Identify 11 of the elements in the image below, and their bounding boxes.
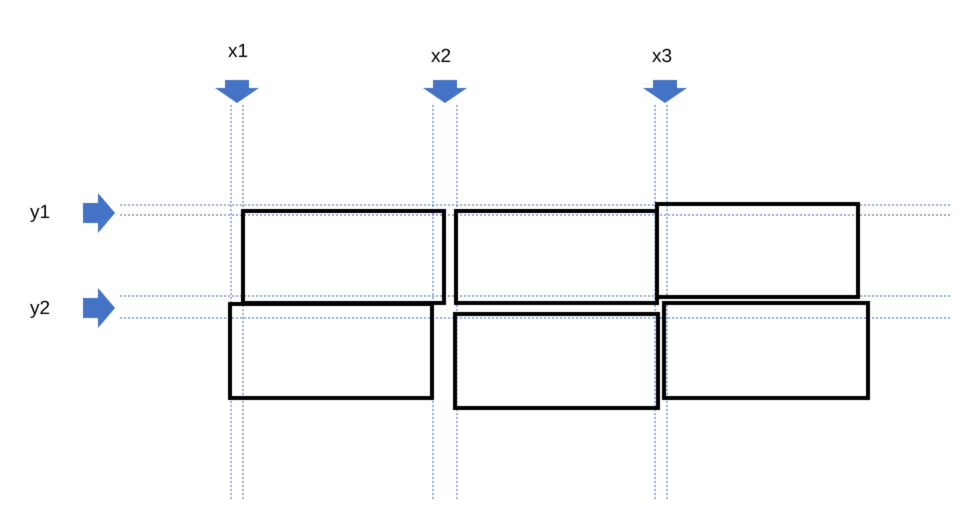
guide-label: x2 <box>431 47 452 66</box>
rectangle-outline <box>453 312 660 410</box>
rectangle-outline <box>662 301 870 400</box>
rectangle-outline <box>655 202 860 299</box>
guide-label: x3 <box>652 47 672 66</box>
guide-label: y2 <box>30 299 50 318</box>
rectangle-outline <box>228 302 434 400</box>
guide-label: x1 <box>228 42 248 61</box>
rectangle-outline <box>241 209 446 305</box>
guide-label: y1 <box>30 203 50 222</box>
rectangle-outline <box>454 209 659 305</box>
